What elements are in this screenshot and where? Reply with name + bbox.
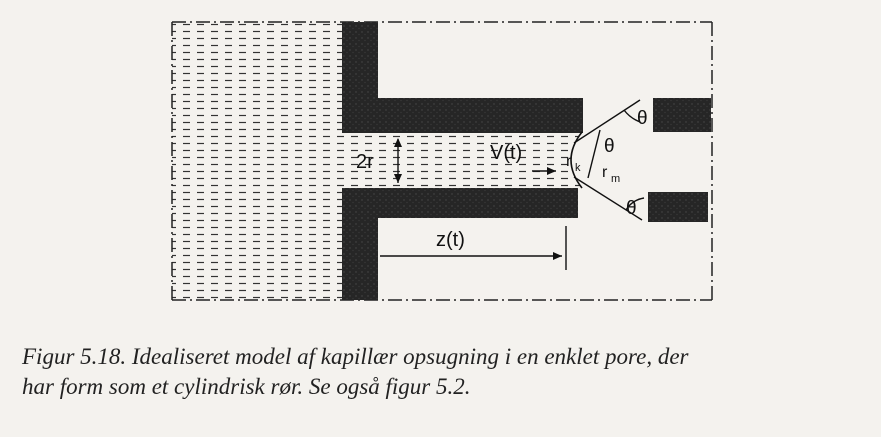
- meniscus: [570, 131, 583, 189]
- theta-label-top-outer: θ: [637, 108, 648, 129]
- figure-caption: Figur 5.18. Idealiseret model af kapillæ…: [22, 342, 872, 402]
- pore-walls: [342, 22, 711, 300]
- lower-right-wall: [648, 192, 708, 222]
- theta-label-top-inner: θ: [604, 136, 615, 157]
- caption-line-2: har form som et cylindrisk rør. Se også …: [22, 374, 471, 399]
- frame-outline: [171, 21, 713, 301]
- capillary-liquid: [342, 133, 580, 187]
- caption-line-1: Figur 5.18. Idealiseret model af kapillæ…: [22, 344, 689, 369]
- upper-right-wall: [653, 98, 711, 132]
- rm-subscript: m: [611, 173, 620, 185]
- rk-label: r: [566, 153, 572, 170]
- radius-label: 2r: [356, 151, 374, 173]
- penetration-dimension: [380, 226, 567, 270]
- rk-subscript: k: [575, 162, 581, 174]
- liquid-reservoir: [172, 22, 342, 300]
- upper-wall: [342, 22, 583, 133]
- contact-angle-lines: [573, 99, 645, 221]
- theta-label-bottom: θ: [626, 198, 637, 219]
- volume-label: V(t): [490, 142, 522, 164]
- z-label: z(t): [436, 229, 465, 251]
- rm-label: r: [602, 164, 608, 181]
- lower-wall: [342, 188, 578, 300]
